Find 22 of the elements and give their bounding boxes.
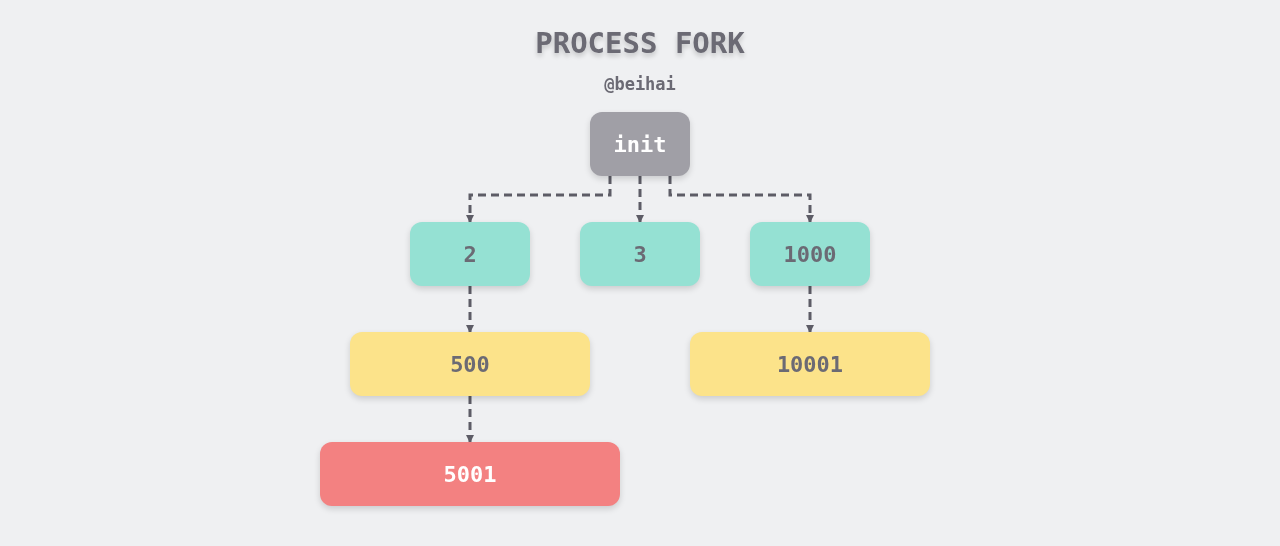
process-id: 3 <box>633 241 647 267</box>
process-box <box>350 332 590 396</box>
author-handle: @beihai <box>604 74 676 94</box>
process-id: 2 <box>463 241 477 267</box>
dashed-arrow <box>636 176 644 223</box>
process-id: 10001 <box>776 351 844 377</box>
process-box <box>320 442 620 506</box>
dashed-arrow <box>466 286 474 333</box>
process-id: 5001 <box>443 461 497 487</box>
process-box <box>580 222 700 286</box>
dashed-arrow <box>668 176 814 223</box>
diagram-title: PROCESS FORK <box>535 26 745 60</box>
process-id: init <box>613 131 667 157</box>
process-id: 1000 <box>783 241 837 267</box>
process-box <box>690 332 930 396</box>
dashed-arrow <box>466 176 612 223</box>
process-box <box>410 222 530 286</box>
process-box <box>590 112 690 176</box>
dashed-arrow <box>466 396 474 443</box>
dashed-arrow <box>806 286 814 333</box>
process-id: 500 <box>450 351 490 377</box>
process-box <box>750 222 870 286</box>
